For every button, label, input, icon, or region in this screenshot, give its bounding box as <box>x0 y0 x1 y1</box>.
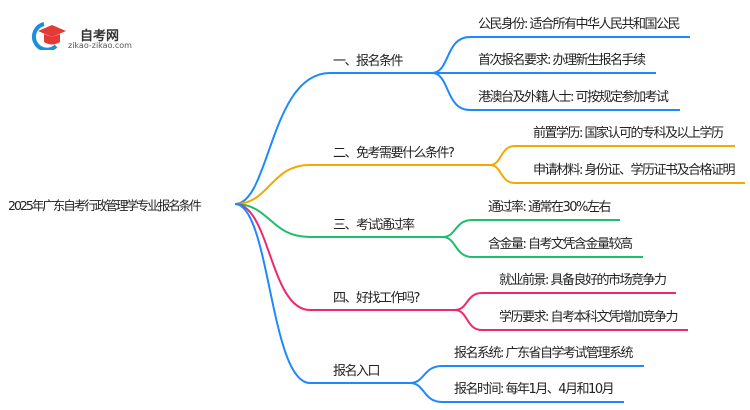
branch-4-child-2-line <box>454 309 688 331</box>
branch-2-child-2: 申请材料: 身份证、学历证书及合格证明 <box>533 163 736 178</box>
branch-1-child-3-line <box>431 72 680 111</box>
branch-1-label: 一、报名条件 <box>333 54 404 69</box>
branch-3-child-1: 通过率: 通常在30%左右 <box>488 200 611 215</box>
branch-5-child-1-line <box>409 365 644 384</box>
branch-3-line <box>234 203 443 238</box>
logo-url: zikao-zikao.com <box>68 41 132 50</box>
branch-1-line <box>234 72 432 205</box>
branch-5-label: 报名入口 <box>333 364 381 379</box>
branch-3-child-2: 含金量: 自考文凭含金量较高 <box>488 237 633 252</box>
branch-4-label: 四、好找工作吗? <box>333 291 420 306</box>
branch-5-child-2-line <box>409 382 624 403</box>
branch-5-child-1: 报名系统: 广东省自学考试管理系统 <box>454 346 634 361</box>
branch-1-child-3: 港澳台及外籍人士: 可按规定参加考试 <box>478 90 669 105</box>
branch-1-child-1-line <box>431 36 690 74</box>
branch-3-child-2-line <box>442 236 643 258</box>
branch-5-child-2: 报名时间: 每年1月、4月和10月 <box>454 382 615 397</box>
branch-3-label: 三、考试通过率 <box>333 218 415 233</box>
graduation-cap-logo-icon <box>31 22 66 50</box>
branch-5-line <box>234 203 410 384</box>
branch-3-child-1-line <box>442 219 620 238</box>
branch-1-child-2: 首次报名要求: 办理新生报名手续 <box>478 53 646 68</box>
branch-2-child-1-line <box>489 145 735 166</box>
branch-2-line <box>234 164 490 205</box>
branch-2-child-1: 前置学历: 国家认可的专科及以上学历 <box>533 126 724 141</box>
branch-4-child-1: 就业前景: 具备良好的市场竞争力 <box>499 273 667 288</box>
branch-4-line <box>234 203 455 311</box>
logo-title: 自考网 <box>80 29 120 44</box>
branch-2-label: 二、免考需要什么条件? <box>333 146 455 161</box>
branch-4-child-1-line <box>454 292 676 311</box>
branch-4-child-2: 学历要求: 自考本科文凭增加竞争力 <box>499 310 679 325</box>
root-topic: 2025年广东自考行政管理学专业报名条件 <box>8 198 202 213</box>
branch-2-child-2-line <box>489 164 745 184</box>
branch-1-child-1: 公民身份: 适合所有中华人民共和国公民 <box>478 17 681 32</box>
